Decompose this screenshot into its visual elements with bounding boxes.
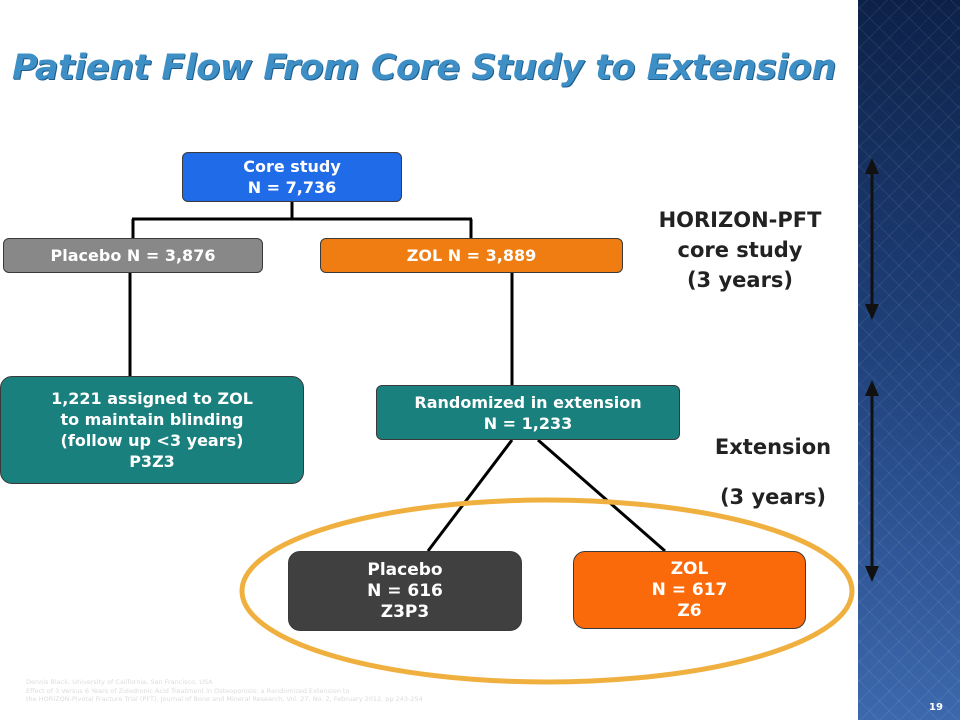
core-study-count: N = 7,736	[247, 178, 337, 197]
slide-title: Patient Flow From Core Study to Extensio…	[12, 48, 836, 88]
core-phase-line-1: HORIZON-PFT	[658, 208, 822, 232]
citation-line-3: the HORIZON-Pivotal Fracture Trial (PFT)…	[26, 695, 423, 703]
assigned-zol-line-3: (follow up <3 years)	[60, 431, 244, 450]
core-phase-label: HORIZON-PFT core study (3 years)	[620, 205, 860, 295]
zol-extension-box: ZOL N = 617 Z6	[573, 551, 806, 629]
connector-to-placebo-ext	[426, 439, 514, 552]
zol-extension-label: ZOL	[670, 558, 709, 579]
sidebar-pattern	[858, 0, 960, 720]
assigned-zol-line-4: P3Z3	[129, 452, 175, 471]
core-phase-arrow	[865, 158, 879, 320]
core-phase-line-3: (3 years)	[686, 268, 794, 292]
assigned-zol-line-2: to maintain blinding	[60, 410, 244, 429]
connector-to-zol-ext	[537, 438, 666, 553]
randomized-extension-box: Randomized in extension N = 1,233	[376, 385, 680, 440]
citation-line-1: Dennis Black, University of California, …	[26, 678, 213, 686]
core-phase-line-2: core study	[677, 238, 803, 262]
zol-core-label: ZOL N = 3,889	[406, 246, 537, 265]
placebo-extension-box: Placebo N = 616 Z3P3	[288, 551, 522, 631]
core-study-label: Core study	[243, 157, 341, 176]
page-number: 19	[929, 702, 943, 713]
placebo-core-label: Placebo N = 3,876	[50, 246, 216, 265]
zol-extension-count: N = 617	[651, 579, 728, 600]
extension-phase-line-2: (3 years)	[719, 485, 827, 509]
assigned-zol-line-1: 1,221 assigned to ZOL	[51, 389, 253, 408]
placebo-extension-code: Z3P3	[380, 601, 430, 622]
core-study-box: Core study N = 7,736	[182, 152, 402, 202]
extension-phase-arrow	[865, 380, 879, 582]
randomized-extension-count: N = 1,233	[483, 413, 573, 433]
zol-extension-code: Z6	[677, 600, 702, 621]
citation-line-2: Effect of 3 Versus 6 Years of Zoledronic…	[26, 686, 350, 695]
assigned-zol-box: 1,221 assigned to ZOL to maintain blindi…	[0, 376, 304, 484]
citation: Dennis Black, University of California, …	[26, 678, 586, 704]
decorative-sidebar	[858, 0, 960, 720]
highlight-ellipse	[239, 497, 855, 685]
extension-phase-label: Extension (3 years)	[688, 422, 858, 522]
placebo-core-box: Placebo N = 3,876	[3, 238, 263, 273]
placebo-extension-count: N = 616	[367, 580, 443, 601]
zol-core-box: ZOL N = 3,889	[320, 238, 623, 273]
extension-phase-line-1: Extension	[714, 435, 832, 459]
placebo-extension-label: Placebo	[367, 559, 443, 580]
randomized-extension-label: Randomized in extension	[414, 392, 642, 412]
